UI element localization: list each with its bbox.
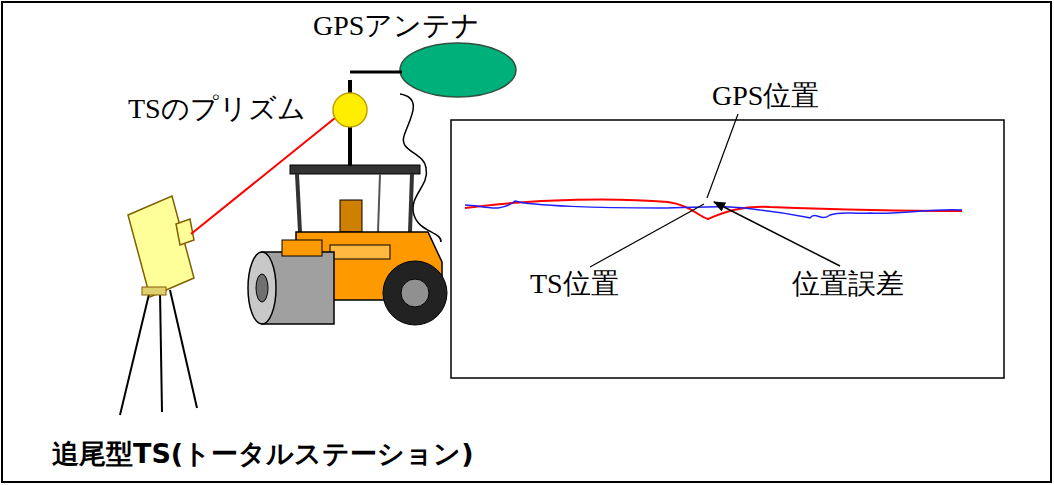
point-label: 位置誤差 xyxy=(792,268,904,300)
part-label: GPSアンテナ xyxy=(313,10,480,42)
part-label: TSのプリズム xyxy=(128,93,306,125)
arrow-line xyxy=(714,202,840,266)
road-roller xyxy=(248,165,447,325)
caption-label: 追尾型TS(トータルステーション) xyxy=(52,438,474,469)
leader-line xyxy=(707,114,738,198)
tripod xyxy=(120,290,197,415)
gps-track xyxy=(465,201,962,218)
point-label: TS位置 xyxy=(530,268,619,300)
cable xyxy=(400,94,441,242)
leader-line xyxy=(590,204,704,267)
ts-track xyxy=(465,200,962,219)
point-label: GPS位置 xyxy=(712,80,819,112)
total-station xyxy=(128,196,194,297)
inset-frame xyxy=(451,120,1004,378)
gps-antenna xyxy=(400,43,516,97)
laser-beam xyxy=(191,118,335,234)
prism xyxy=(333,93,367,127)
antenna-mount xyxy=(350,71,402,74)
